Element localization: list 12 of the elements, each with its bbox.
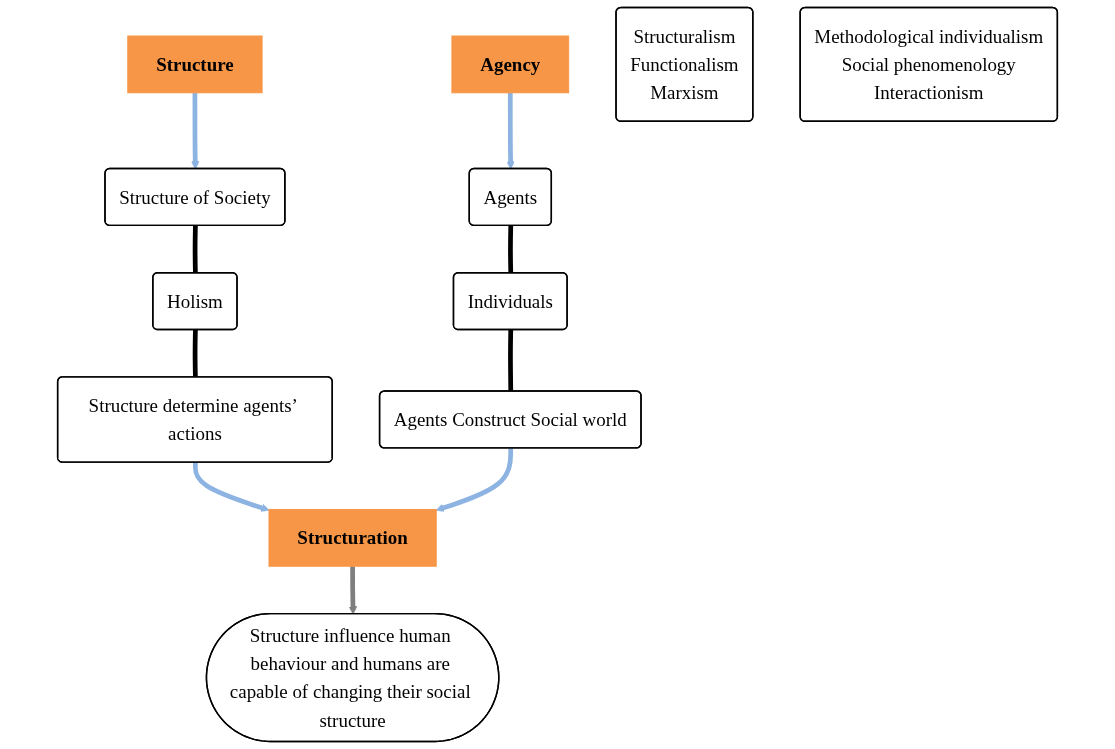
arrow bbox=[348, 566, 358, 615]
node-box: Structure bbox=[127, 35, 263, 94]
arrow bbox=[506, 92, 515, 170]
arrow bbox=[192, 462, 270, 512]
node-box: Structuration bbox=[268, 508, 437, 567]
connector bbox=[192, 225, 198, 274]
connector bbox=[508, 329, 514, 392]
node-box: Agency bbox=[451, 35, 570, 94]
arrow bbox=[191, 92, 200, 170]
connector bbox=[508, 225, 514, 274]
connector bbox=[192, 329, 198, 378]
arrow bbox=[435, 448, 514, 512]
